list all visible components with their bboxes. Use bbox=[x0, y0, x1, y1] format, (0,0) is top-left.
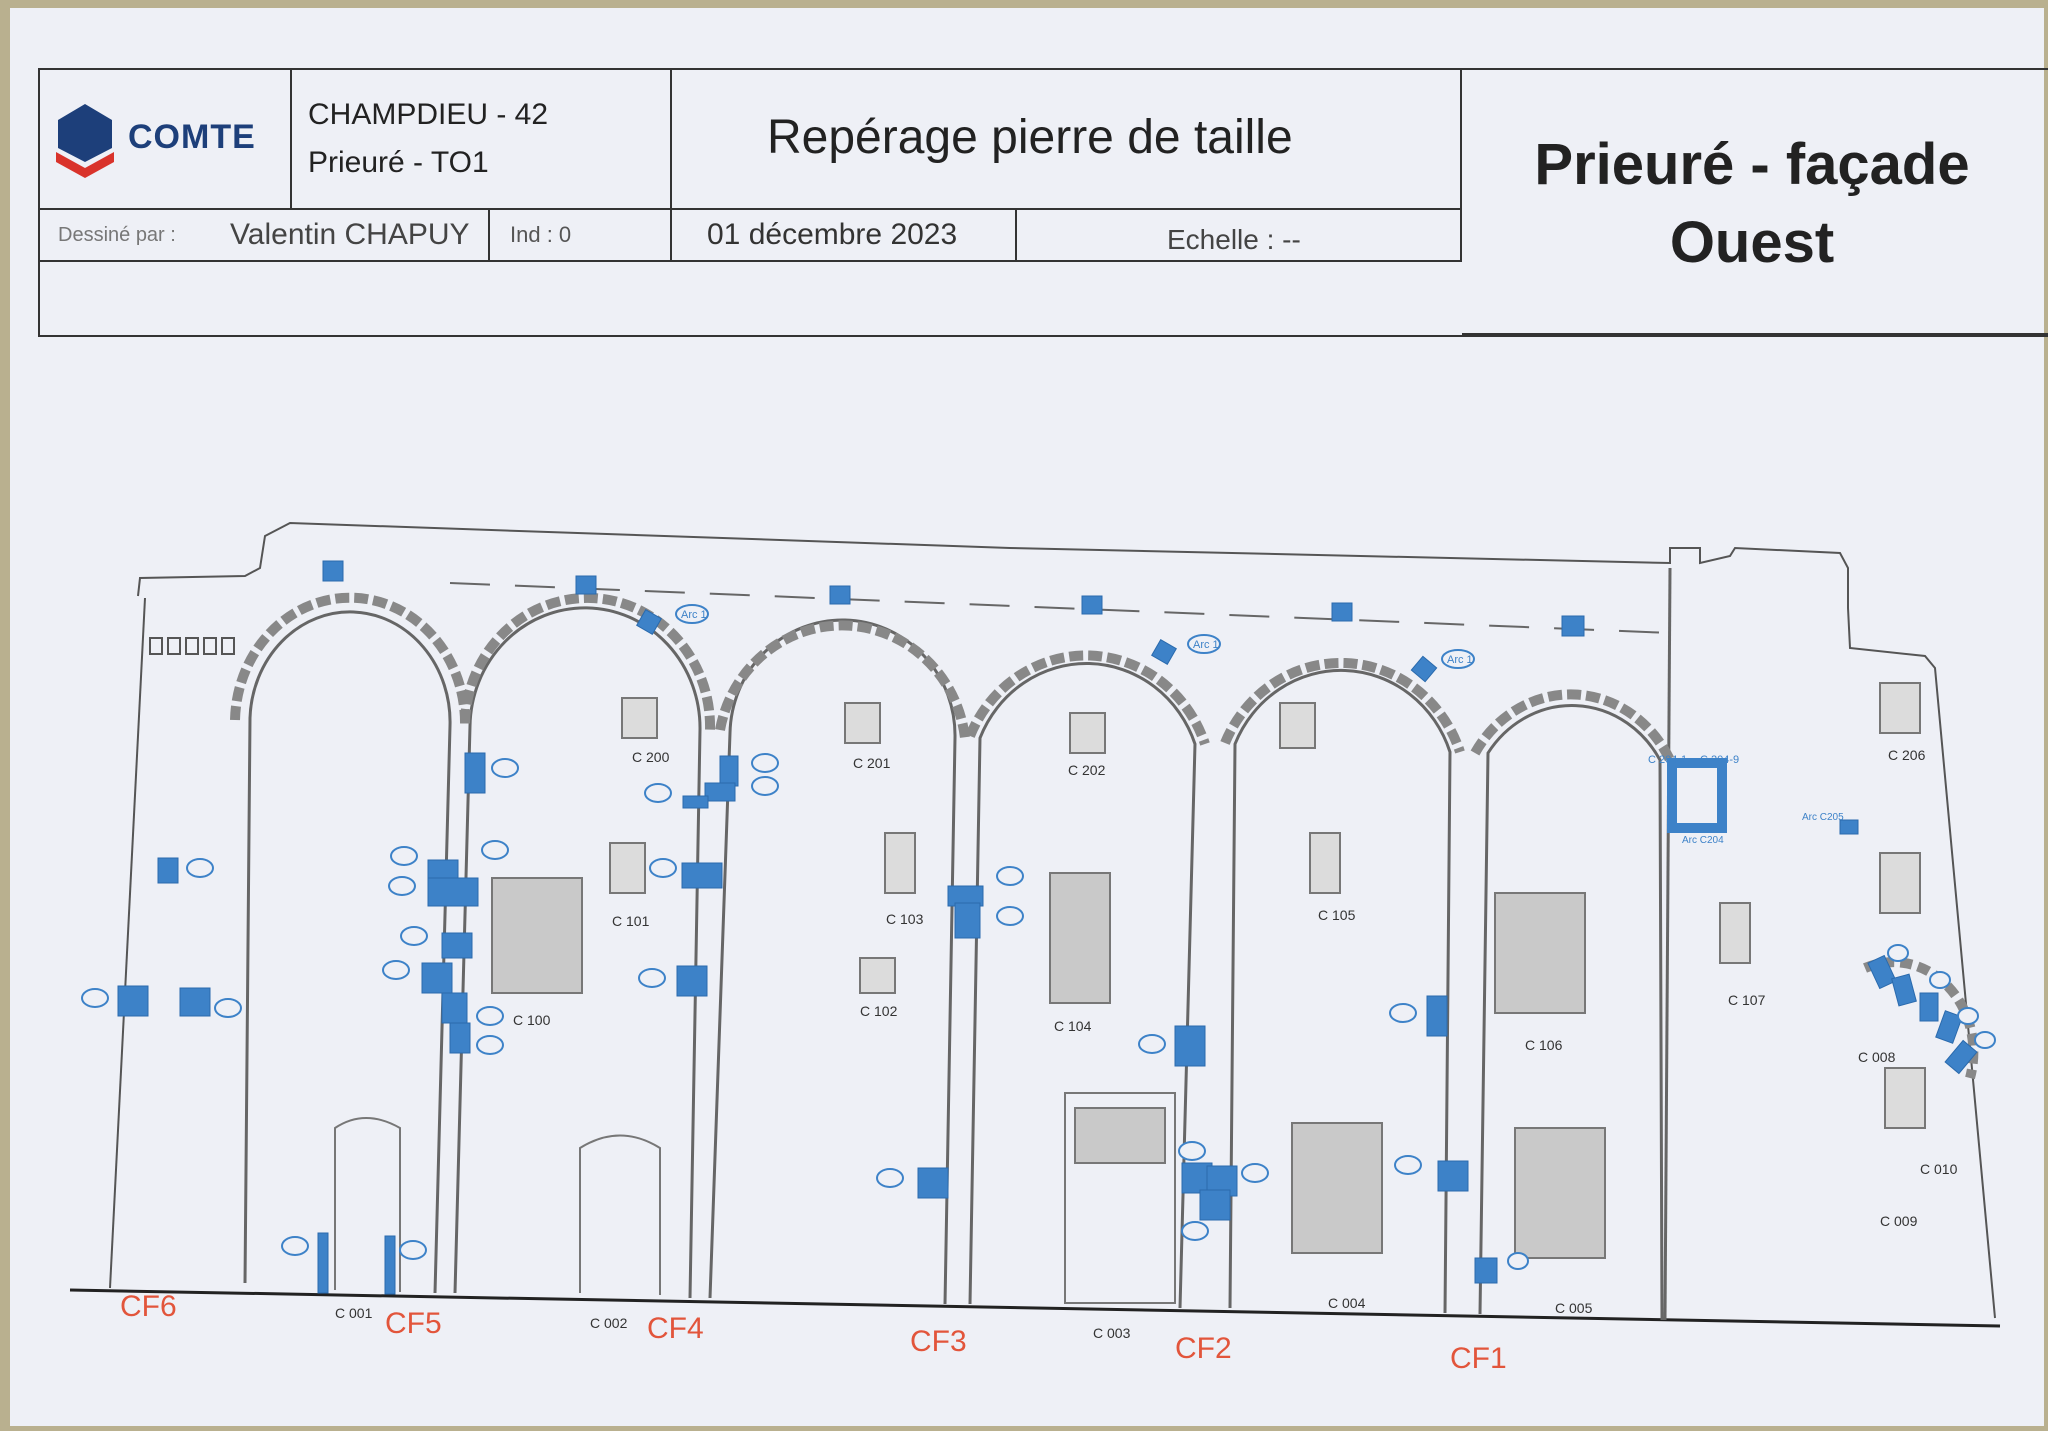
index-cell: Ind : 0 bbox=[490, 210, 672, 262]
stone-label: C 101 bbox=[612, 913, 650, 929]
site-name: CHAMPDIEU - 42 bbox=[308, 98, 549, 131]
window-c104 bbox=[1049, 872, 1111, 1004]
facade-left-edge bbox=[109, 597, 146, 1289]
stone-label: C 103 bbox=[886, 911, 924, 927]
logo-cell: COMTE bbox=[40, 70, 292, 210]
cf4-label: CF4 bbox=[647, 1312, 704, 1345]
right-arc bbox=[1863, 957, 1979, 1080]
arch-4 bbox=[968, 662, 1197, 1309]
arc-tags: Arc 1 Arc 1 Arc 1 bbox=[681, 609, 1473, 666]
document-title-cell: Repérage pierre de taille bbox=[672, 70, 1462, 210]
cf3-label: CF3 bbox=[910, 1325, 967, 1358]
stone-label: C 009 bbox=[1880, 1213, 1918, 1229]
cf1-label: CF1 bbox=[1450, 1342, 1507, 1375]
cornice-dashes bbox=[449, 582, 1671, 634]
view-title-cell: Prieuré - façade Ouest bbox=[1462, 70, 2048, 335]
stone-outlines bbox=[609, 682, 1926, 1129]
window-c100 bbox=[491, 877, 583, 994]
arch-voussoirs bbox=[230, 592, 1675, 763]
date-cell: 01 décembre 2023 bbox=[672, 210, 1017, 262]
title-block: COMTE CHAMPDIEU - 42 Prieuré - TO1 Repér… bbox=[38, 68, 2048, 337]
stone-label: C 200 bbox=[632, 749, 670, 765]
stone-label: C 001 bbox=[335, 1305, 373, 1321]
window-c005 bbox=[1514, 1127, 1606, 1259]
stone-label: C 104 bbox=[1054, 1018, 1092, 1034]
building-name: Prieuré - TO1 bbox=[308, 146, 489, 179]
stone-label: C 106 bbox=[1525, 1037, 1563, 1053]
logo-hexagon-blue bbox=[58, 104, 112, 162]
stone-label: C 005 bbox=[1555, 1300, 1593, 1316]
arch-2 bbox=[453, 606, 702, 1299]
stone-label: C 002 bbox=[590, 1315, 628, 1331]
door-c003 bbox=[1064, 1092, 1176, 1304]
windows bbox=[491, 872, 1606, 1259]
callout-bubbles bbox=[81, 604, 1996, 1270]
ground-line bbox=[69, 1288, 2001, 1328]
stone-label: Arc C205 bbox=[1802, 812, 1844, 823]
stone-label: Arc 1 bbox=[681, 609, 707, 621]
stone-label: C 202 bbox=[1068, 762, 1106, 778]
cf6-label: CF6 bbox=[120, 1290, 177, 1323]
site-cell: CHAMPDIEU - 42 Prieuré - TO1 bbox=[292, 70, 672, 210]
logo-chevron-red bbox=[56, 152, 114, 178]
scale-value: Echelle : -- bbox=[1167, 224, 1301, 255]
date-value: 01 décembre 2023 bbox=[707, 218, 958, 251]
door-c001 bbox=[334, 1117, 401, 1292]
cornice-corbels bbox=[149, 637, 235, 655]
facade-elevation-drawing: CF6 CF5 CF4 CF3 CF2 CF1 C 200 C 201 C 20… bbox=[69, 521, 2001, 1375]
arch-6 bbox=[1478, 704, 1664, 1321]
comte-logo-icon bbox=[56, 104, 114, 178]
stone-label: Arc C204 bbox=[1682, 835, 1724, 846]
stone-label: Arc 1 bbox=[1193, 639, 1219, 651]
paper-sheet: COMTE CHAMPDIEU - 42 Prieuré - TO1 Repér… bbox=[10, 8, 2048, 1426]
arch-5 bbox=[1228, 668, 1452, 1314]
stone-label: C 003 bbox=[1093, 1325, 1131, 1341]
scale-cell: Echelle : -- bbox=[1017, 210, 1462, 262]
drawn-by-name: Valentin CHAPUY bbox=[230, 218, 470, 251]
stone-label: C 105 bbox=[1318, 907, 1356, 923]
stone-label: C 201 bbox=[853, 755, 891, 771]
stone-label: C 102 bbox=[860, 1003, 898, 1019]
cf2-label: CF2 bbox=[1175, 1332, 1232, 1365]
tower-wall bbox=[1663, 567, 1672, 1321]
view-title: Prieuré - façade Ouest bbox=[1534, 132, 1970, 275]
stone-label: C 206 bbox=[1888, 747, 1926, 763]
counterfort-labels: CF6 CF5 CF4 CF3 CF2 CF1 bbox=[120, 1290, 1507, 1375]
stone-label: Arc 1 bbox=[1447, 654, 1473, 666]
index-value: Ind : 0 bbox=[510, 222, 572, 247]
door-c002 bbox=[579, 1134, 661, 1295]
stone-label: C 010 bbox=[1920, 1161, 1958, 1177]
doorways bbox=[334, 1092, 1176, 1304]
facade-top-contour bbox=[137, 521, 1996, 1319]
arch-1 bbox=[243, 610, 452, 1294]
stone-markers bbox=[117, 560, 1978, 1295]
company-name: COMTE bbox=[128, 118, 256, 156]
window-c106 bbox=[1494, 892, 1586, 1014]
document-title: Repérage pierre de taille bbox=[767, 111, 1293, 164]
stone-label: C 204-9 bbox=[1700, 754, 1739, 766]
stone-label: C 100 bbox=[513, 1012, 551, 1028]
stone-label: C 107 bbox=[1728, 992, 1766, 1008]
stone-labels: C 200 C 201 C 202 C 101 C 103 C 105 C 10… bbox=[335, 747, 1958, 1341]
drawn-by-cell: Dessiné par : Valentin CHAPUY bbox=[40, 210, 490, 262]
arch-3 bbox=[708, 618, 957, 1305]
window-c004 bbox=[1291, 1122, 1383, 1254]
stone-label: C 204-1 bbox=[1648, 754, 1687, 766]
stone-label: C 004 bbox=[1328, 1295, 1366, 1311]
drawn-by-label: Dessiné par : bbox=[58, 224, 176, 246]
window-c003 bbox=[1074, 1107, 1166, 1164]
cf5-label: CF5 bbox=[385, 1307, 442, 1340]
stone-label: C 008 bbox=[1858, 1049, 1896, 1065]
